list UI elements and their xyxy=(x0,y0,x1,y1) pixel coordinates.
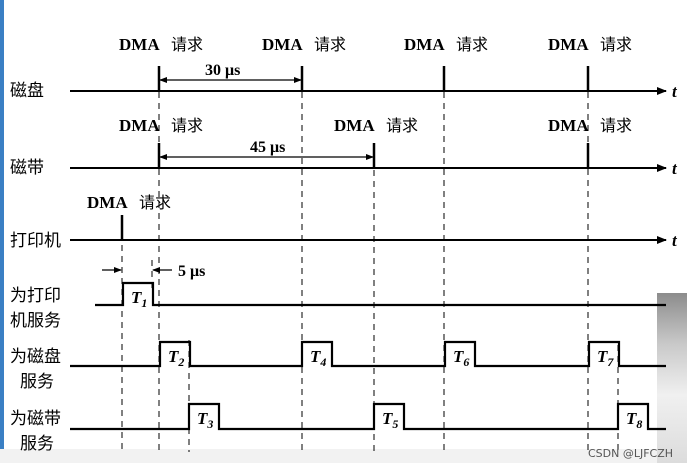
interval-dimensions: 30 μs 45 μs 5 μs xyxy=(102,62,374,280)
request-text: 请求 xyxy=(386,116,418,135)
service-signal-line xyxy=(95,281,666,307)
row-label-line: 磁带 xyxy=(10,158,44,178)
pulse-label: T2 xyxy=(168,347,184,369)
request-labels: DMA 请求 DMA 请求 DMA 请求 DMA 请求 DMA 请求 DMA 请求 DMA 请求 DMA 请求 xyxy=(87,35,632,212)
axis-t-label: t xyxy=(672,231,678,250)
service-signal-line xyxy=(70,340,666,368)
watermark: CSDN @LJFCZH xyxy=(588,447,673,460)
row-label-line: 打印机 xyxy=(10,231,61,251)
pulse-subscript: 4 xyxy=(319,355,326,369)
request-text: 请求 xyxy=(600,35,632,54)
pulse-subscript: 5 xyxy=(392,417,398,431)
dma-text: DMA xyxy=(262,35,303,54)
row-label: 磁盘 xyxy=(10,81,44,101)
row-label-line: 服务 xyxy=(20,372,54,392)
pulse-label: T7 xyxy=(597,347,614,369)
dma-request-label: DMA 请求 xyxy=(334,116,418,135)
dma-text: DMA xyxy=(119,35,160,54)
dma-request-label: DMA 请求 xyxy=(119,116,203,135)
row-label-line: 机服务 xyxy=(10,311,61,331)
row-label-line: 为打印 xyxy=(10,286,61,306)
dma-request-label: DMA 请求 xyxy=(262,35,346,54)
dma-text: DMA xyxy=(334,116,375,135)
request-text: 请求 xyxy=(600,116,632,135)
dma-text: DMA xyxy=(87,193,128,212)
dma-request-label: DMA 请求 xyxy=(87,193,171,212)
row-label-line: 服务 xyxy=(20,434,54,454)
request-text: 请求 xyxy=(456,35,488,54)
dma-request-label: DMA 请求 xyxy=(119,35,203,54)
pulse-label: T1 xyxy=(131,288,147,310)
pulse-subscript: 8 xyxy=(636,417,642,431)
pulse-label: T3 xyxy=(197,409,213,431)
video-overlay xyxy=(657,293,687,463)
row-label: 磁带 xyxy=(10,158,44,178)
service-signal-line xyxy=(70,402,666,431)
dma-text: DMA xyxy=(548,35,589,54)
request-text: 请求 xyxy=(314,35,346,54)
disk-interval-label: 30 μs xyxy=(205,62,240,79)
axis-t-label: t xyxy=(672,159,678,178)
pulse-label: T6 xyxy=(453,347,469,369)
pulse-subscript: 6 xyxy=(463,355,469,369)
dma-text: DMA xyxy=(548,116,589,135)
request-text: 请求 xyxy=(171,35,203,54)
dma-text: DMA xyxy=(119,116,160,135)
row-label-line: 磁盘 xyxy=(10,81,44,101)
row-label-line: 为磁盘 xyxy=(10,347,61,367)
pulse-subscript: 7 xyxy=(607,355,614,369)
row-label-line: 为磁带 xyxy=(10,409,61,429)
pulse-label: T5 xyxy=(382,409,398,431)
dma-text: DMA xyxy=(404,35,445,54)
dma-request-label: DMA 请求 xyxy=(548,116,632,135)
pulse-subscript: 1 xyxy=(141,296,147,310)
dma-request-label: DMA 请求 xyxy=(548,35,632,54)
dma-request-label: DMA 请求 xyxy=(404,35,488,54)
time-axes: t t t xyxy=(70,82,678,250)
player-toolbar xyxy=(0,449,657,463)
pulse-subscript: 3 xyxy=(206,417,213,431)
request-ticks xyxy=(120,66,590,240)
pulse-label: T8 xyxy=(626,409,642,431)
pulse-subscript: 2 xyxy=(177,355,184,369)
request-text: 请求 xyxy=(171,116,203,135)
printer-interval-label: 5 μs xyxy=(178,263,205,280)
row-label: 打印机 xyxy=(10,231,61,251)
tape-interval-label: 45 μs xyxy=(250,139,285,156)
axis-t-label: t xyxy=(672,82,678,101)
window-edge xyxy=(0,0,4,463)
pulse-label: T4 xyxy=(310,347,326,369)
request-text: 请求 xyxy=(139,193,171,212)
